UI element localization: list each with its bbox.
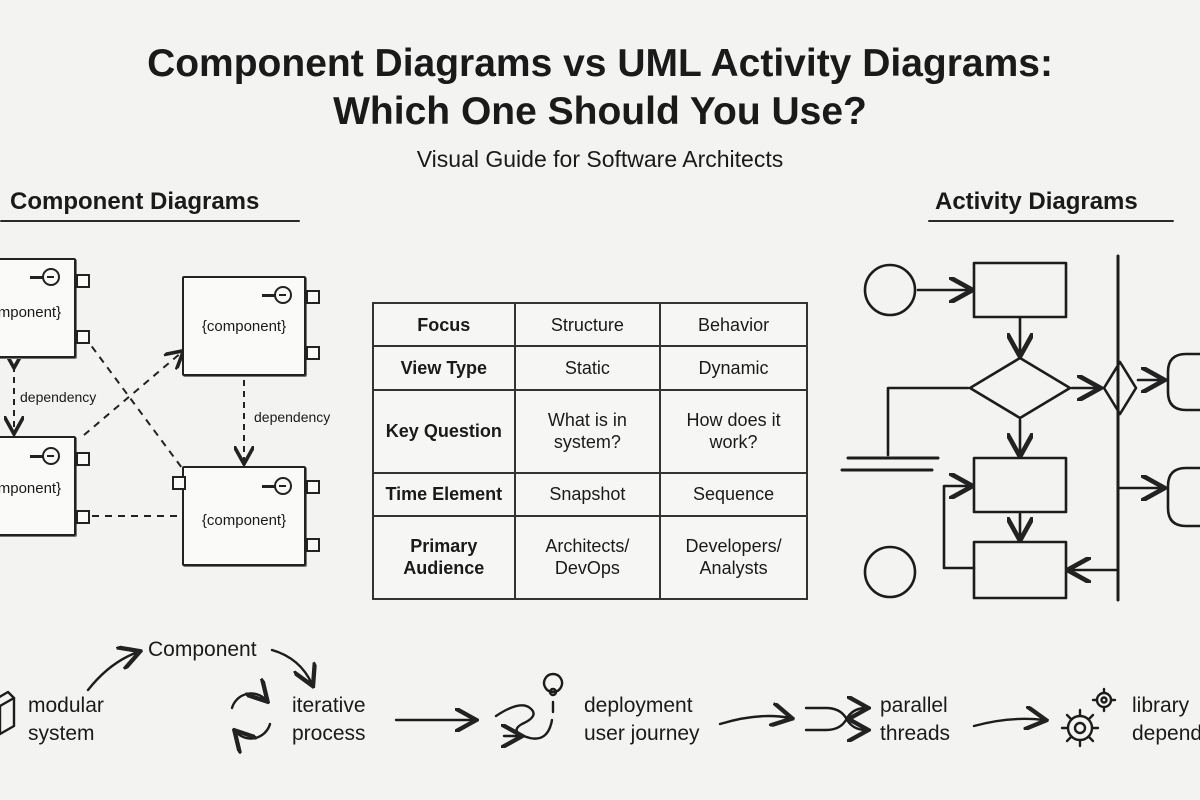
gears-icon bbox=[1060, 687, 1117, 748]
action-node bbox=[972, 456, 1068, 514]
interface-line bbox=[262, 294, 276, 297]
port-icon bbox=[306, 480, 320, 494]
component-box: {component} bbox=[0, 436, 76, 536]
page-title: Component Diagrams vs UML Activity Diagr… bbox=[147, 42, 1053, 85]
final-node bbox=[863, 545, 917, 599]
flow-arrow bbox=[972, 719, 1044, 726]
interface-icon bbox=[42, 268, 60, 286]
flow-item-line1: modular bbox=[28, 694, 104, 717]
interface-line bbox=[262, 485, 276, 488]
interface-icon bbox=[274, 286, 292, 304]
component-label: {component} bbox=[201, 318, 287, 335]
cube-icon bbox=[0, 690, 16, 736]
dependency-arrow-cross-up bbox=[83, 352, 182, 436]
flow-item-line2: user journey bbox=[584, 722, 700, 745]
interface-icon bbox=[42, 447, 60, 465]
port-icon bbox=[76, 330, 90, 344]
table-row: Focus Structure Behavior bbox=[372, 301, 808, 348]
component-label: {component} bbox=[0, 304, 62, 321]
flow-label-component: Component bbox=[148, 638, 257, 661]
component-cell: Static bbox=[513, 345, 662, 391]
table-row: View Type Static Dynamic bbox=[372, 345, 808, 391]
interface-icon bbox=[274, 477, 292, 495]
flow-item-line1: parallel bbox=[880, 694, 948, 717]
dependency-label: dependency bbox=[20, 389, 97, 405]
page-subtitle: Visual Guide for Software Architects bbox=[416, 146, 784, 172]
activity-cell: Sequence bbox=[659, 471, 808, 517]
action-node bbox=[972, 540, 1068, 600]
journey-path-icon bbox=[494, 672, 564, 739]
initial-node bbox=[863, 263, 917, 317]
decision-node bbox=[968, 356, 1072, 420]
flow-line bbox=[886, 386, 970, 457]
component-label: {component} bbox=[0, 480, 62, 497]
component-box: {component} bbox=[182, 466, 306, 566]
activity-cell: Dynamic bbox=[659, 345, 808, 391]
component-cell: Architects/ DevOps bbox=[513, 514, 662, 601]
flow-item-line2: system bbox=[28, 722, 95, 745]
bottom-flow-graphics bbox=[0, 620, 1117, 800]
component-section-title: Component Diagrams bbox=[10, 188, 260, 215]
comparison-table: Focus Structure Behavior View Type Stati… bbox=[372, 301, 808, 601]
decision-node bbox=[1102, 360, 1138, 416]
interface-line bbox=[30, 276, 44, 279]
action-node-partial bbox=[1166, 352, 1200, 412]
component-cell: What is in system? bbox=[513, 388, 662, 474]
flow-arrow bbox=[942, 486, 976, 570]
table-row: Primary Audience Architects/ DevOps Deve… bbox=[372, 514, 808, 601]
component-label: {component} bbox=[201, 512, 287, 529]
row-key: Primary Audience bbox=[372, 514, 516, 601]
row-key: Key Question bbox=[372, 388, 516, 474]
page-title-line2: Which One Should You Use? bbox=[333, 90, 867, 133]
flow-item-line1: library bbox=[1132, 694, 1190, 717]
row-key: View Type bbox=[372, 345, 516, 391]
flow-item-line1: deployment bbox=[584, 694, 693, 717]
port-icon bbox=[306, 538, 320, 552]
action-node-partial bbox=[1166, 466, 1200, 528]
port-icon bbox=[76, 510, 90, 524]
action-node bbox=[972, 261, 1068, 319]
component-cell: Snapshot bbox=[513, 471, 662, 517]
dependency-label: dependency bbox=[254, 409, 331, 425]
activity-title-underline bbox=[928, 220, 1174, 222]
flow-arrow bbox=[718, 716, 790, 724]
curve-arrow bbox=[86, 652, 138, 692]
flow-item-line2: depend bbox=[1132, 722, 1200, 745]
cycle-arrows-icon bbox=[230, 693, 272, 738]
activity-section-title: Activity Diagrams bbox=[935, 188, 1138, 215]
table-row: Key Question What is in system? How does… bbox=[372, 388, 808, 474]
activity-cell: Behavior bbox=[659, 301, 808, 348]
flow-item-line2: process bbox=[292, 722, 366, 745]
interface-line bbox=[30, 455, 44, 458]
table-row: Time Element Snapshot Sequence bbox=[372, 471, 808, 517]
flow-item-line2: threads bbox=[880, 722, 951, 745]
row-key: Time Element bbox=[372, 471, 516, 517]
component-cell: Structure bbox=[513, 301, 662, 348]
row-key: Focus bbox=[372, 301, 516, 348]
flow-item-line1: iterative bbox=[292, 694, 366, 717]
port-icon bbox=[306, 290, 320, 304]
port-icon bbox=[306, 346, 320, 360]
component-title-underline bbox=[0, 220, 300, 222]
port-icon bbox=[76, 274, 90, 288]
activity-cell: How does it work? bbox=[659, 388, 808, 474]
component-box: {component} bbox=[0, 258, 76, 358]
shuffle-arrows-icon bbox=[804, 708, 866, 730]
port-icon bbox=[76, 452, 90, 466]
activity-cell: Developers/ Analysts bbox=[659, 514, 808, 601]
port-icon bbox=[172, 476, 186, 490]
curve-arrow bbox=[270, 648, 312, 684]
dependency-line-cross-down bbox=[83, 335, 183, 469]
